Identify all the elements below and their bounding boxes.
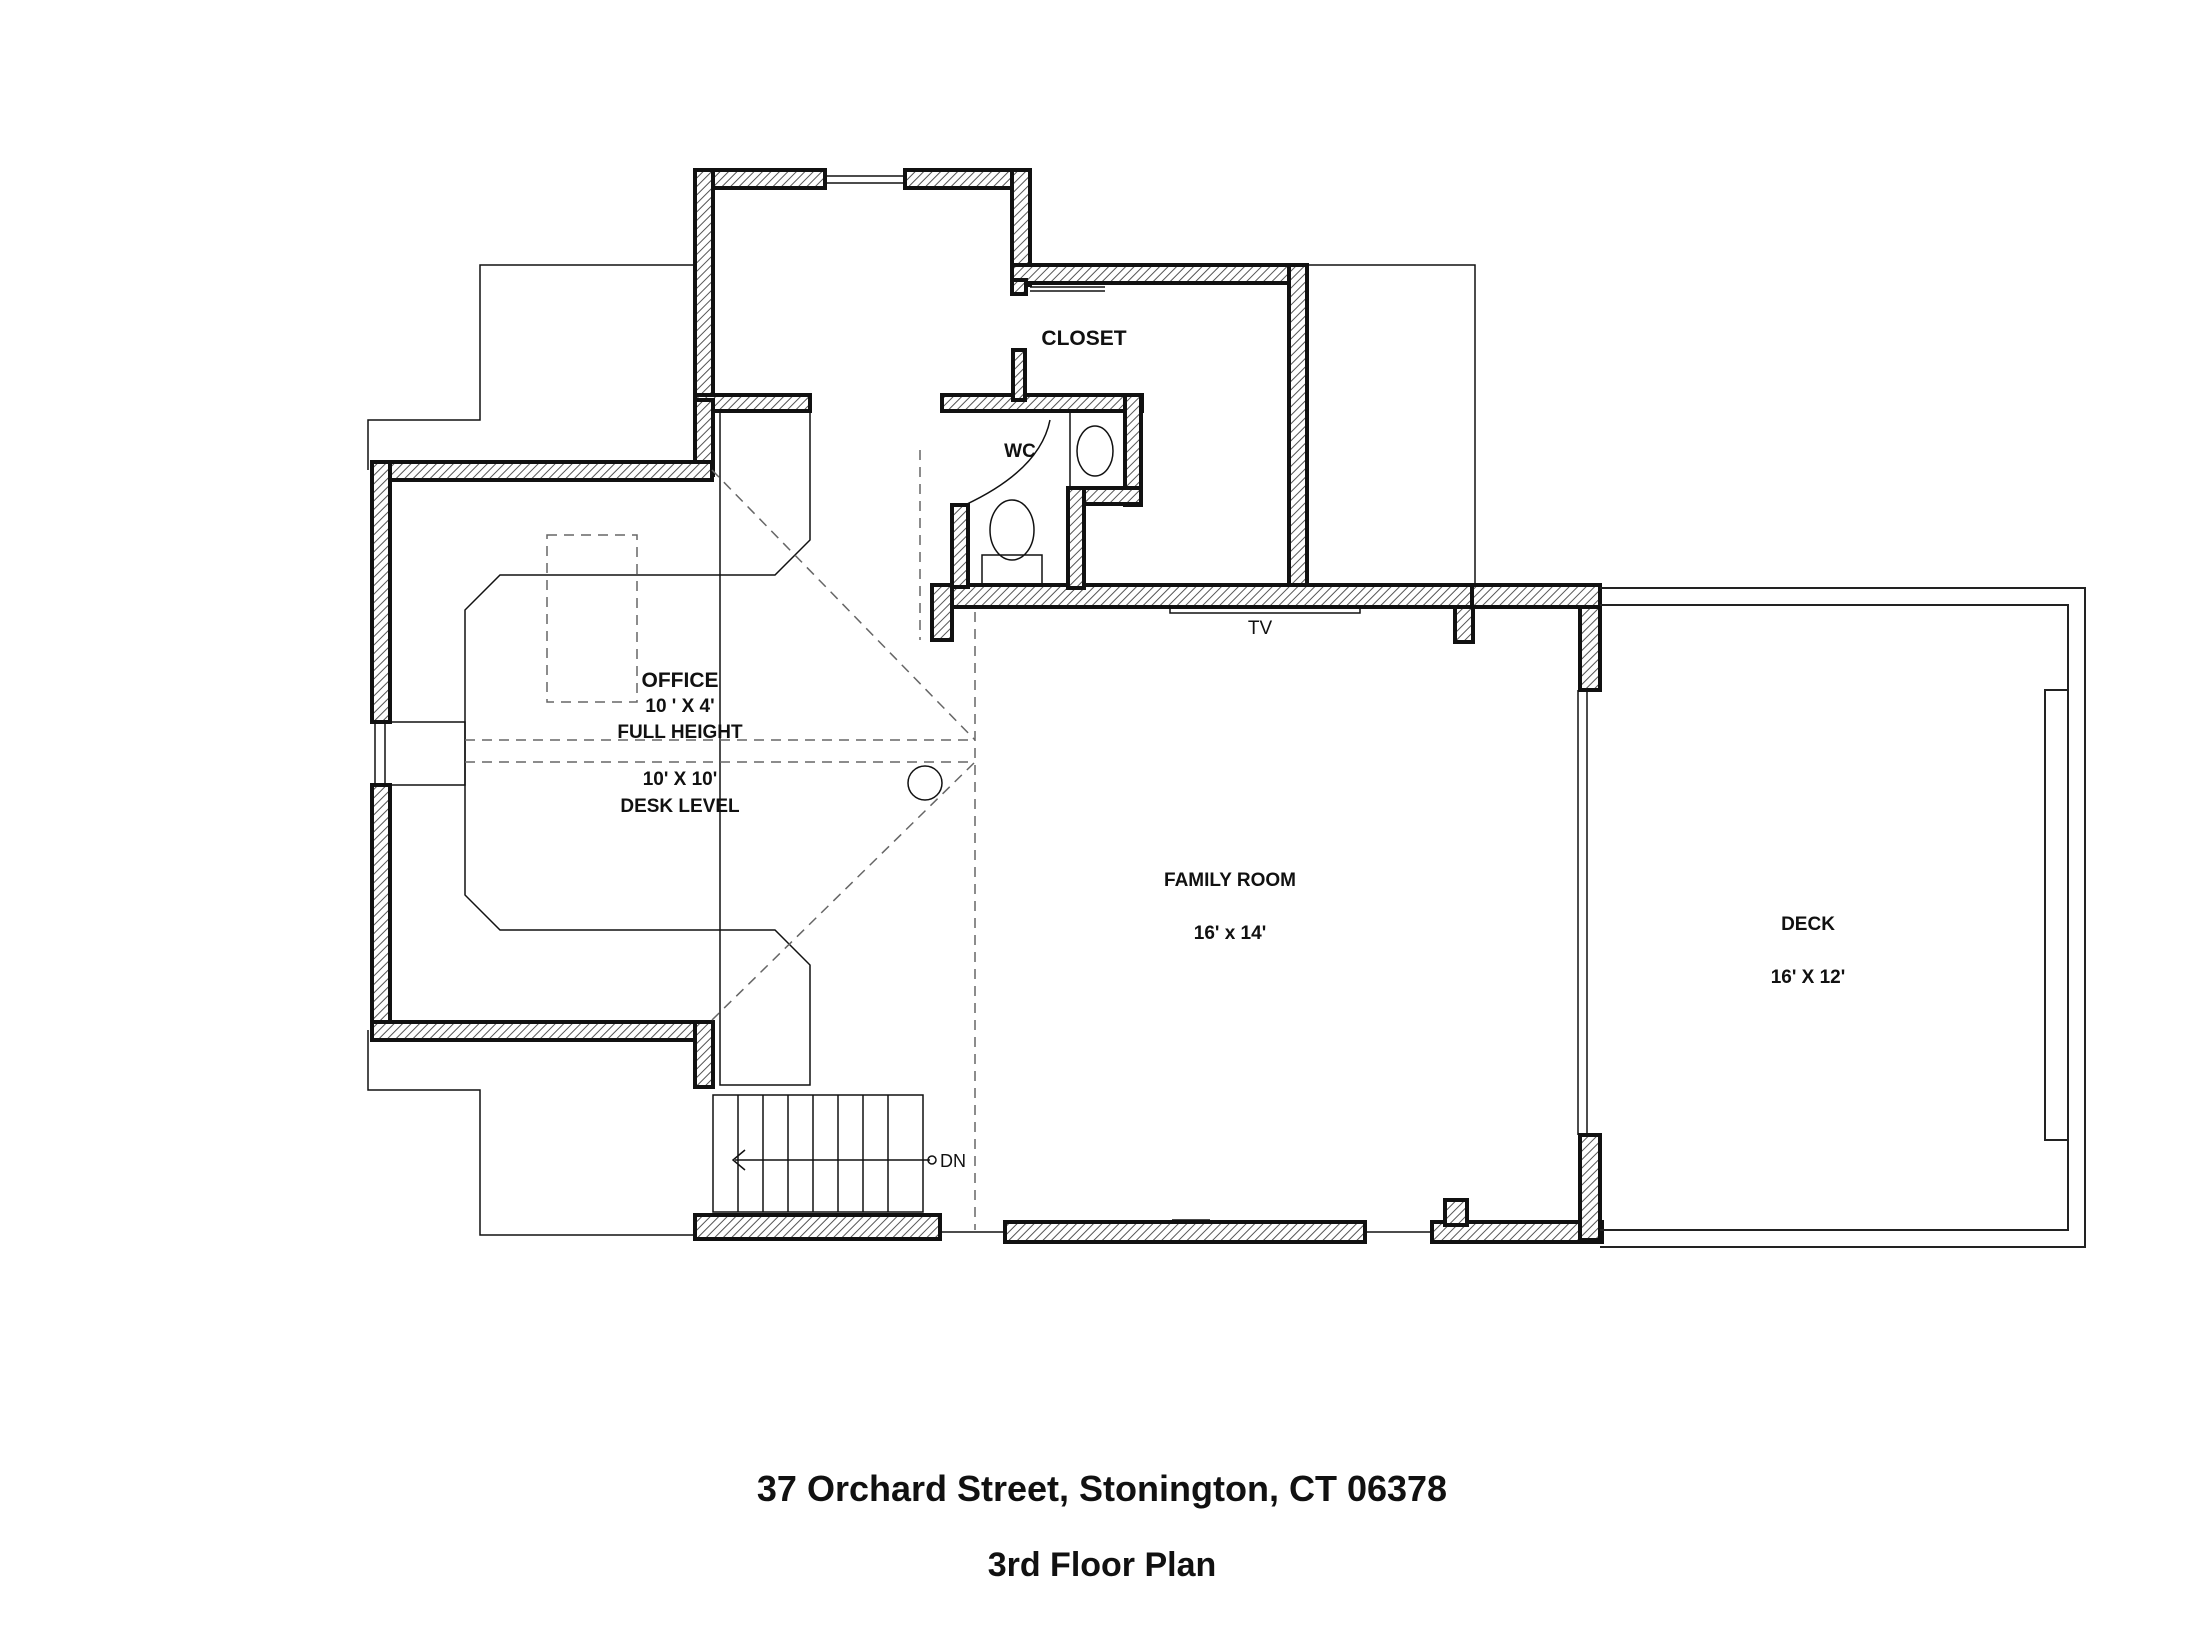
openings bbox=[374, 175, 1588, 1233]
family-room-name-label: FAMILY ROOM bbox=[1164, 870, 1296, 891]
address-caption: 37 Orchard Street, Stonington, CT 06378 bbox=[756, 1468, 1448, 1509]
closet-label: CLOSET bbox=[1041, 327, 1126, 350]
family-room-dims-label: 16' x 14' bbox=[1194, 923, 1266, 944]
roof-outline bbox=[367, 264, 1476, 1236]
deck-outline bbox=[1600, 587, 2086, 1248]
office-dims-lower-label: 10' X 10' bbox=[643, 769, 718, 790]
office-full-height-label: FULL HEIGHT bbox=[617, 722, 743, 743]
deck-name-label: DECK bbox=[1781, 914, 1835, 935]
office-dims-upper-label: 10 ' X 4' bbox=[645, 696, 714, 717]
wc-label: WC bbox=[1004, 441, 1036, 462]
walls bbox=[370, 168, 1604, 1244]
tv-label: TV bbox=[1248, 618, 1273, 639]
office-desk-level-label: DESK LEVEL bbox=[620, 796, 740, 817]
deck-dims-label: 16' X 12' bbox=[1771, 967, 1846, 988]
wc-fixtures bbox=[981, 410, 1126, 586]
stairs bbox=[712, 1094, 937, 1213]
office-desk-outline bbox=[464, 409, 976, 1230]
office-name-label: OFFICE bbox=[642, 669, 719, 692]
stair-direction-label: DN bbox=[940, 1151, 966, 1171]
plan-title-caption: 3rd Floor Plan bbox=[987, 1546, 1217, 1584]
tv-unit bbox=[1169, 606, 1361, 614]
